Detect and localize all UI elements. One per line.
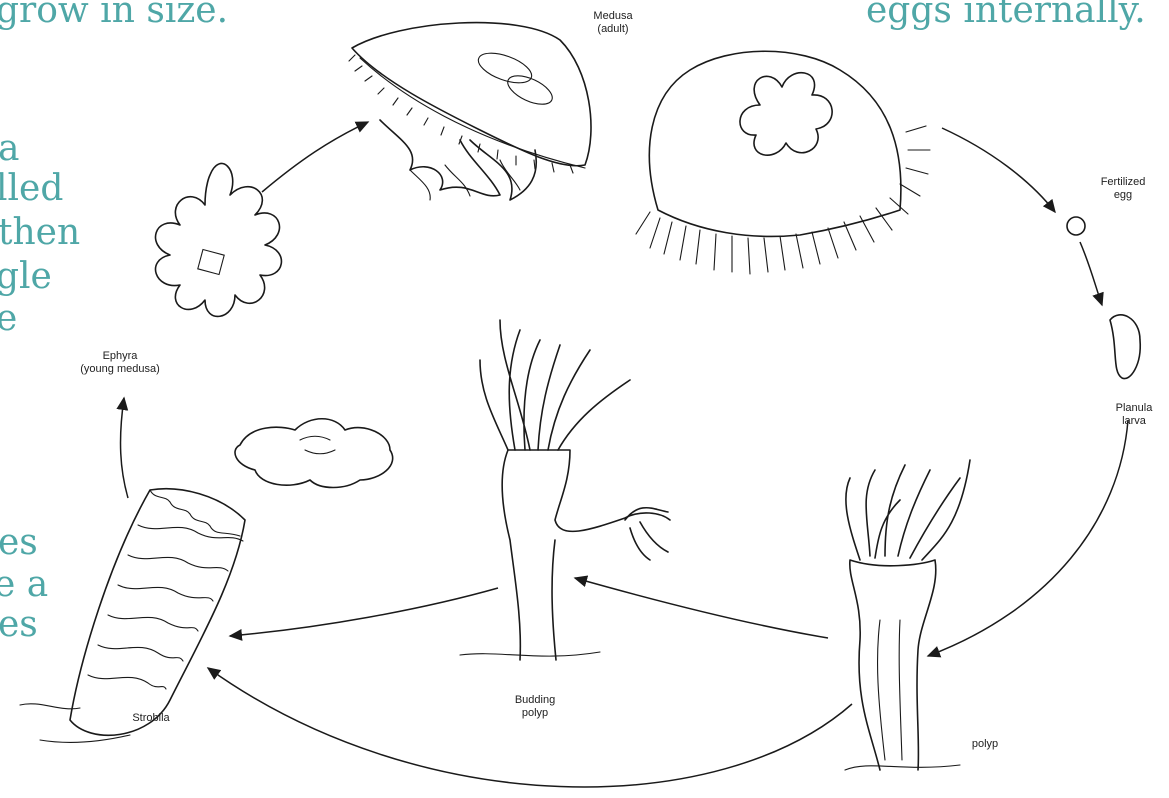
arrow-polyp-to-budding bbox=[575, 578, 828, 638]
ephyra-illustration bbox=[156, 164, 282, 317]
arrow-medusa-to-egg bbox=[942, 128, 1055, 212]
label-polyp: polyp bbox=[960, 738, 1010, 751]
label-line: Planula bbox=[1104, 402, 1164, 415]
budding-polyp-illustration bbox=[460, 320, 670, 660]
label-line: polyp bbox=[500, 707, 570, 720]
label-line: (adult) bbox=[578, 23, 648, 36]
arrow-ephyra-to-medusa bbox=[262, 122, 368, 192]
label-medusa: Medusa (adult) bbox=[578, 10, 648, 36]
arrow-egg-to-planula bbox=[1080, 242, 1102, 305]
label-line: larva bbox=[1104, 415, 1164, 428]
label-budding-polyp: Budding polyp bbox=[500, 694, 570, 720]
label-line: Medusa bbox=[578, 10, 648, 23]
medusa-side-illustration bbox=[349, 23, 591, 200]
planula-illustration bbox=[1110, 315, 1140, 379]
label-line: Ephyra bbox=[50, 350, 190, 363]
ephyra-small-illustration bbox=[235, 419, 393, 488]
label-line: (young medusa) bbox=[50, 363, 190, 376]
label-ephyra: Ephyra (young medusa) bbox=[50, 350, 190, 376]
arrow-budding-to-strobila bbox=[230, 588, 498, 636]
polyp-illustration bbox=[845, 460, 970, 770]
label-line: Budding bbox=[500, 694, 570, 707]
label-line: egg bbox=[1088, 189, 1158, 202]
arrow-planula-to-polyp bbox=[928, 420, 1128, 656]
label-planula-larva: Planula larva bbox=[1104, 402, 1164, 428]
fertilized-egg-illustration bbox=[1067, 217, 1085, 235]
arrow-polyp-to-strobila bbox=[208, 668, 852, 787]
label-line: Fertilized bbox=[1088, 176, 1158, 189]
label-fertilized-egg: Fertilized egg bbox=[1088, 176, 1158, 202]
label-strobila: Strobila bbox=[116, 712, 186, 725]
arrow-strobila-to-ephyra bbox=[121, 398, 128, 498]
strobila-illustration bbox=[20, 489, 245, 743]
medusa-top-illustration bbox=[636, 51, 930, 274]
